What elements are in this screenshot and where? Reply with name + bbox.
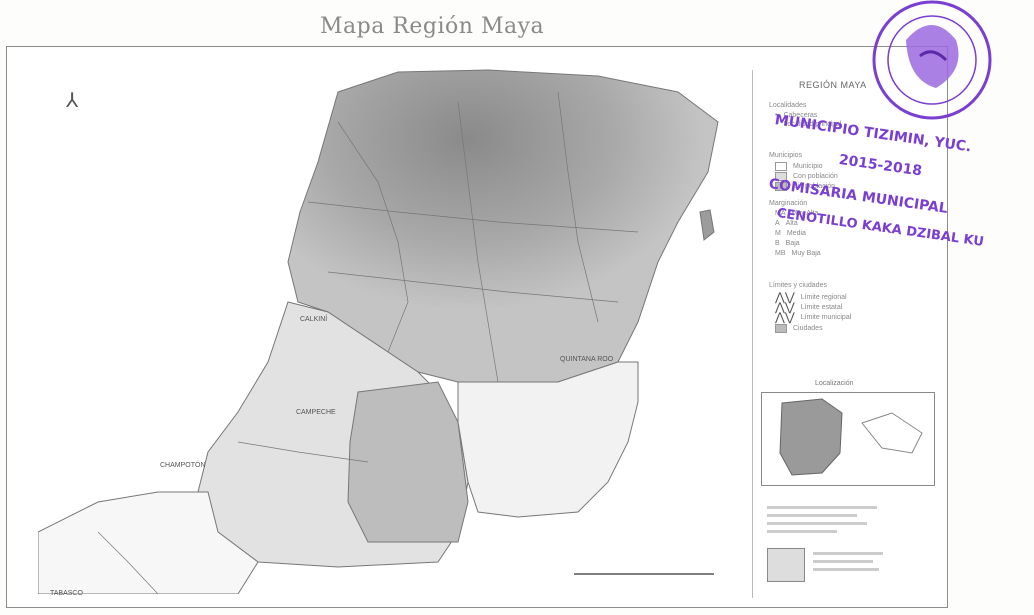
municipal-boundaries <box>97 91 639 594</box>
credits-line <box>813 552 883 555</box>
legend-item: Sin población <box>775 182 835 191</box>
peninsula-map <box>38 69 719 594</box>
legend-section-municipios: Municipios <box>769 152 803 159</box>
legend-item: Ciudades <box>775 324 823 333</box>
credits-line <box>767 506 877 509</box>
inset-svg <box>779 398 923 476</box>
legend-item: Con población <box>775 172 838 181</box>
seal-icon <box>872 0 992 120</box>
credits-line <box>813 568 879 571</box>
legend-item: ◦Localidad principal <box>775 121 842 128</box>
legend-section-limites: Límites y ciudades <box>769 282 827 289</box>
location-inset-map <box>761 392 935 486</box>
credits-logo <box>767 548 805 582</box>
credits-line <box>767 522 867 525</box>
southwest-region <box>38 491 259 594</box>
legend-section-localidades: Localidades <box>769 102 807 109</box>
credits-line <box>767 530 837 533</box>
state-label-campeche: CAMPECHE <box>296 409 336 416</box>
credits-line <box>813 560 873 563</box>
legend-item: ⋀⋁Límite municipal <box>775 310 852 324</box>
legend-section-marginacion: Marginación <box>769 200 808 207</box>
municipality-label-calkini: CALKINÍ <box>300 316 328 323</box>
legend-item: Municipio <box>775 162 823 171</box>
quintana-roo-region <box>457 361 639 518</box>
credits-line <box>767 514 857 517</box>
legend-item: ⋀⋁Límite estatal <box>775 300 843 314</box>
map-legend: REGIÓN MAYA Localidades •Cabeceras ◦Loca… <box>752 70 939 598</box>
state-label-quintana-roo: QUINTANA ROO <box>560 356 614 363</box>
legend-title: REGIÓN MAYA <box>799 80 867 90</box>
page-title: Mapa Región Maya <box>320 14 545 39</box>
inset-label: Localización <box>815 380 854 387</box>
north-arrow-icon: ⅄ <box>66 90 79 112</box>
cozumel-island <box>699 209 715 241</box>
municipality-label: CHAMPOTÓN <box>160 462 206 469</box>
legend-item: ⋀⋁Límite regional <box>775 290 847 304</box>
central-municipality <box>347 381 469 543</box>
state-label-tabasco: TABASCO <box>50 590 83 597</box>
legend-item: •Cabeceras <box>775 112 818 119</box>
